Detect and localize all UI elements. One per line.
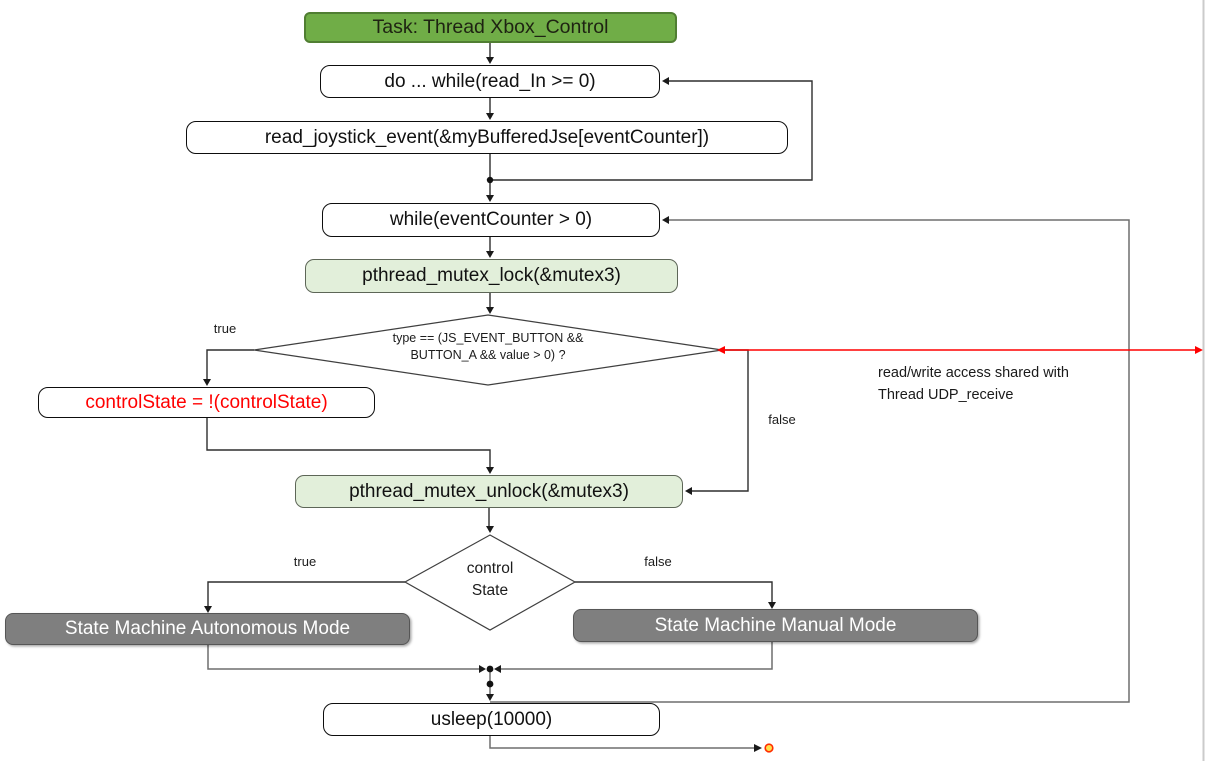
decision-text-button-check-line1: type == (JS_EVENT_BUTTON && (392, 331, 584, 345)
process-node-do-while: do ... while(read_In >= 0) (320, 65, 660, 98)
branch-label-state-false: false (644, 554, 672, 569)
decision-text-control-state: control State (430, 558, 550, 602)
decision-text-control-state-line2: State (471, 582, 509, 599)
branch-label-button-false: false (768, 412, 796, 427)
end-marker-icon (764, 743, 774, 753)
decision-text-button-check: type == (JS_EVENT_BUTTON && BUTTON_A && … (348, 330, 628, 363)
branch-label-state-true: true (293, 554, 317, 569)
process-node-controlstate-toggle: controlState = !(controlState) (38, 387, 375, 418)
decision-diamond-button-check (253, 314, 723, 386)
merge-and-loop-lines (207, 219, 1130, 749)
decision-diamond-control-state (403, 534, 577, 631)
process-node-mutex-unlock: pthread_mutex_unlock(&mutex3) (295, 475, 683, 508)
shared-access-annotation-line1: read/write access shared with (878, 365, 1069, 381)
process-node-while-eventcounter: while(eventCounter > 0) (322, 203, 660, 237)
shared-access-annotation-line2: Thread UDP_receive (878, 386, 1014, 403)
process-node-autonomous-mode: State Machine Autonomous Mode (5, 613, 410, 645)
arrowheads (203, 57, 776, 752)
junction-dots (486, 176, 494, 688)
shared-access-arrow (717, 346, 1203, 354)
process-node-read-joystick-event: read_joystick_event(&myBufferedJse[event… (186, 121, 788, 154)
start-node-task-thread-xbox-control: Task: Thread Xbox_Control (304, 12, 677, 43)
process-node-usleep: usleep(10000) (323, 703, 660, 736)
shared-access-annotation: read/write access shared with Thread UDP… (878, 363, 1069, 406)
decision-text-button-check-line2: BUTTON_A && value > 0) ? (410, 347, 566, 362)
branch-label-button-true: true (213, 321, 237, 336)
process-node-manual-mode: State Machine Manual Mode (573, 609, 978, 642)
process-node-mutex-lock: pthread_mutex_lock(&mutex3) (305, 259, 678, 293)
decision-text-control-state-line1: control (466, 560, 514, 577)
